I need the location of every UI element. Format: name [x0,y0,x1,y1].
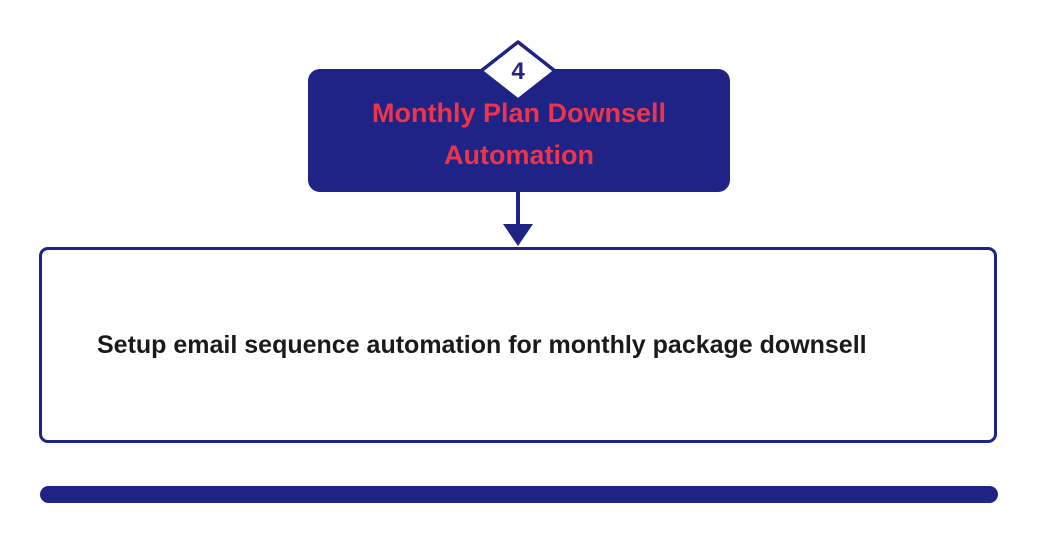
bottom-divider-bar [40,486,998,503]
flow-node-title-label: Monthly Plan Downsell Automation [371,97,667,170]
flow-node-detail: Setup email sequence automation for mont… [39,247,997,443]
step-number: 4 [511,58,525,85]
step-number-diamond-icon: 4 [478,39,558,103]
flow-node-detail-label: Setup email sequence automation for mont… [97,330,867,359]
flow-arrow-icon [503,191,533,246]
